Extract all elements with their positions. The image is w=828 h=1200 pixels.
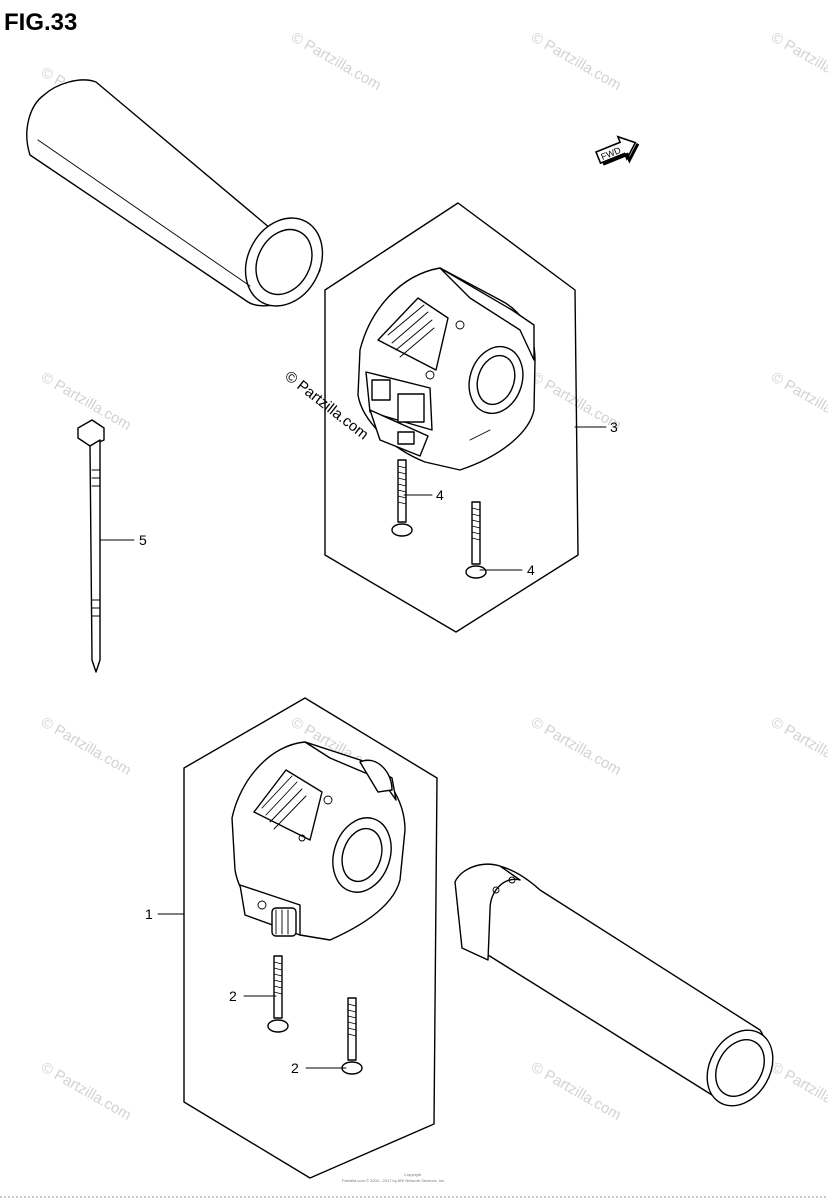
copyright-line-1: Copyright — [404, 1172, 422, 1177]
callout-2b: 2 — [291, 1060, 299, 1076]
watermark: © Partzilla.com — [38, 1059, 134, 1124]
screw-4-lower — [465, 501, 487, 579]
assembly-box-3 — [324, 202, 579, 633]
right-grip — [454, 863, 774, 1107]
callout-4a: 4 — [436, 487, 444, 503]
watermark: © Partzilla.com — [768, 29, 828, 94]
right-switch-assembly — [357, 267, 536, 471]
copyright-line-2: Partzilla.com © 2004 - 2017 by ARI Netwo… — [342, 1178, 445, 1183]
assembly-box-1 — [183, 697, 438, 1179]
left-switch-assembly — [231, 741, 406, 941]
screw-2-upper — [267, 955, 289, 1033]
callout-5: 5 — [139, 532, 147, 548]
fwd-arrow-icon: FWD — [594, 135, 640, 166]
watermark: © Partzilla.com — [528, 1059, 624, 1124]
callout-3: 3 — [610, 419, 618, 435]
screw-4-upper — [391, 459, 413, 537]
watermark: © Partzilla.com — [768, 1059, 828, 1124]
screw-2-lower — [341, 997, 363, 1075]
watermark: © Partzilla.com — [528, 29, 624, 94]
callouts-lower: 1 2 2 — [145, 906, 347, 1076]
watermark: © Partzilla.com — [528, 714, 624, 779]
watermark: © Partzilla.com — [38, 714, 134, 779]
figure-title: FIG.33 — [4, 9, 77, 36]
watermark: © Partzilla.com — [768, 714, 828, 779]
callout-2a: 2 — [229, 988, 237, 1004]
watermark: © Partzilla.com — [288, 29, 384, 94]
watermark: © Partzilla.com — [768, 369, 828, 434]
cable-tie-5 — [77, 419, 105, 673]
callout-4b: 4 — [527, 562, 535, 578]
callouts-upper: 3 4 4 5 — [99, 419, 618, 578]
left-grip — [26, 79, 324, 307]
callout-1: 1 — [145, 906, 153, 922]
